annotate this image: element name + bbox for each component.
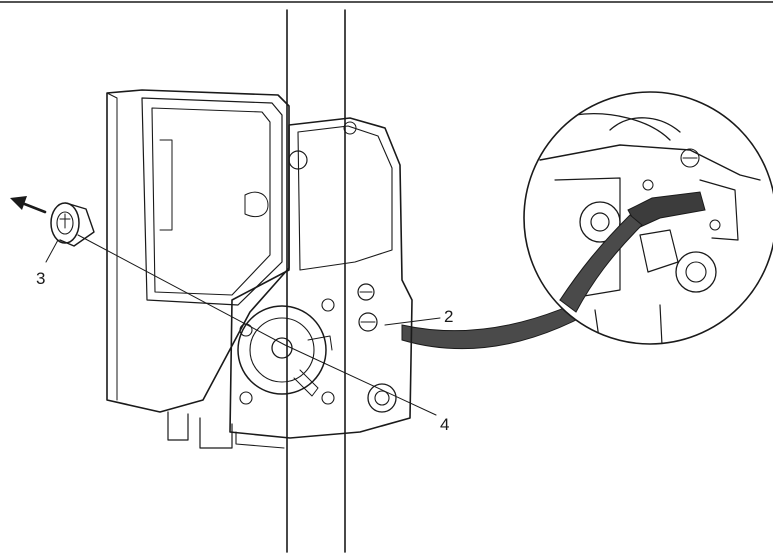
gas-pipe	[286, 9, 346, 553]
callout-label-2: 2	[444, 307, 453, 326]
callout-label-4: 4	[440, 415, 449, 434]
gas-valve-assembly	[106, 89, 413, 449]
detail-magnifier	[523, 91, 773, 345]
torx-screw-icon	[50, 202, 95, 247]
callout-label-3: 3	[36, 269, 45, 288]
leader-lines	[45, 234, 441, 416]
removal-arrow-icon	[10, 196, 47, 214]
